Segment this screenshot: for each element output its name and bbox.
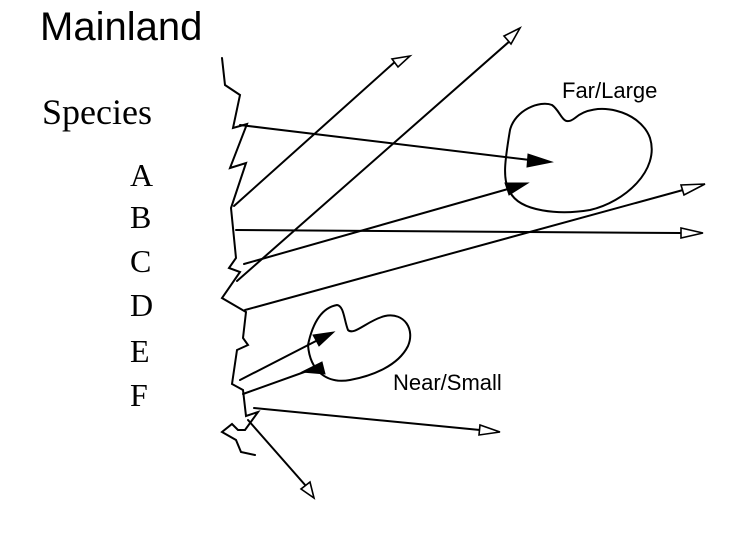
species-label: F [130,377,148,413]
near-small-island [306,303,412,382]
dispersal-arrow [233,59,398,207]
arrowhead-icon [390,54,413,69]
dispersal-arrow [247,419,307,487]
far-large-island [504,102,653,214]
species-heading: Species [42,92,152,132]
colonisation-arrows [239,124,554,395]
arrowhead-icon [504,182,530,196]
arrowhead-icon [680,226,704,240]
arrowhead-icon [679,183,706,197]
arrowhead-icon [526,153,554,168]
dispersal-arrow [235,229,682,234]
arrowhead-icon [299,480,316,500]
species-label: A [130,157,153,193]
dispersal-arrow [236,39,512,282]
far-large-label: Far/Large [562,78,657,103]
colonisation-arrow [242,369,311,395]
species-label: C [130,243,151,279]
dispersal-arrows [233,26,706,500]
species-list: A B C D E F [130,157,153,413]
arrowhead-icon [300,361,326,375]
species-label: B [130,199,151,235]
arrowhead-icon [478,423,501,436]
arrowhead-icon [312,331,336,347]
colonisation-arrow [243,188,509,265]
mainland-coastline [220,57,261,456]
near-small-label: Near/Small [393,370,502,395]
colonisation-arrow [239,124,531,161]
colonisation-arrow [239,340,317,381]
dispersal-arrow [253,407,481,431]
dispersal-arrow [244,189,684,311]
species-label: E [130,333,150,369]
species-label: D [130,287,153,323]
mainland-title: Mainland [40,5,202,49]
arrowhead-icon [502,26,522,46]
